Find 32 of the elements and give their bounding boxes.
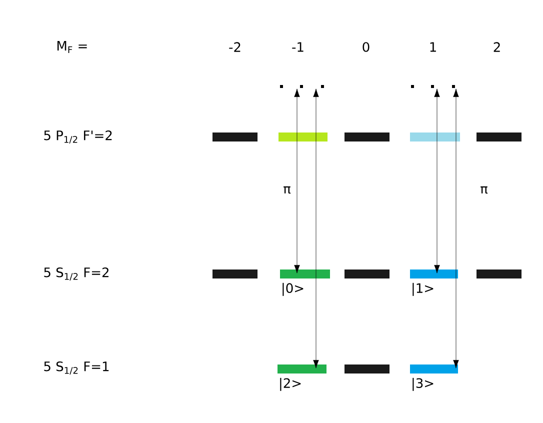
transition-arrow <box>434 88 440 274</box>
column-number: 2 <box>494 42 500 52</box>
transition-arrow <box>294 88 300 274</box>
state-label: |0> <box>282 282 304 296</box>
level-label: 5 P$_{1/2}$ F'=2 <box>44 130 112 144</box>
energy-level <box>410 132 460 142</box>
axis-label: M$_{F}$ = <box>57 41 87 53</box>
energy-level <box>344 270 390 278</box>
column-number: 1 <box>430 42 436 52</box>
transition-arrow <box>313 88 319 368</box>
energy-level <box>280 270 330 278</box>
polarization-label: π <box>284 186 291 194</box>
column-number: -1 <box>292 42 304 52</box>
energy-level <box>410 270 458 278</box>
column-number: 0 <box>362 42 370 52</box>
state-label: |1> <box>412 282 434 296</box>
state-label: |2> <box>280 378 301 391</box>
energy-level <box>476 132 522 142</box>
level-label: 5 S$_{1/2}$ F=2 <box>44 267 108 281</box>
energy-level <box>344 132 390 142</box>
transition-arrow <box>453 88 459 368</box>
energy-level <box>278 132 328 142</box>
level-label: 5 S$_{1/2}$ F=1 <box>44 361 109 375</box>
column-number: -2 <box>229 42 240 52</box>
energy-level <box>476 270 522 278</box>
state-label: |3> <box>412 378 434 391</box>
polarization-label: π <box>480 186 488 194</box>
energy-level <box>212 270 258 278</box>
energy-level <box>410 364 458 374</box>
energy-level <box>278 364 326 374</box>
energy-level <box>212 132 258 142</box>
energy-level <box>344 364 390 374</box>
